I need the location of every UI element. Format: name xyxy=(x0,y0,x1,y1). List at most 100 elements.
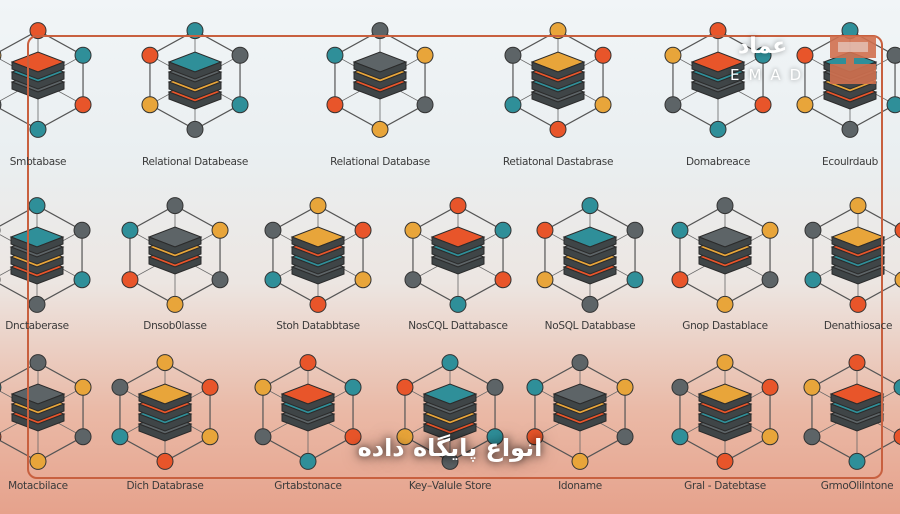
database-tile xyxy=(121,197,229,313)
node-icon xyxy=(111,428,129,446)
node-icon xyxy=(309,295,327,313)
database-label: Dnsob0lasse xyxy=(143,320,207,332)
database-label: Stoh Databbtase xyxy=(276,320,360,332)
node-icon xyxy=(121,271,139,289)
database-label: Domabreace xyxy=(685,156,751,168)
database-label: Motacbilace xyxy=(8,480,68,492)
node-icon xyxy=(121,221,139,239)
node-icon xyxy=(231,96,249,114)
database-tile xyxy=(804,197,900,313)
database-tile xyxy=(254,354,362,470)
database-layer-side xyxy=(168,91,222,110)
node-icon xyxy=(671,428,689,446)
node-icon xyxy=(549,120,567,138)
node-icon xyxy=(536,221,554,239)
node-icon xyxy=(326,46,344,64)
node-icon xyxy=(526,428,544,446)
database-tile xyxy=(536,197,644,313)
database-layer-side xyxy=(553,393,607,412)
node-icon xyxy=(441,354,459,372)
node-icon xyxy=(299,354,317,372)
database-layer-side xyxy=(431,236,485,255)
database-layer-side xyxy=(423,403,477,422)
database-layer-side xyxy=(353,61,407,80)
node-icon xyxy=(664,46,682,64)
node-icon xyxy=(344,428,362,446)
emad-logo: عماد EMAD xyxy=(728,30,886,92)
node-icon xyxy=(849,295,867,313)
database-layer-side xyxy=(148,246,202,265)
database-label: Relational Databease xyxy=(142,156,248,168)
node-icon xyxy=(354,271,372,289)
node-icon xyxy=(549,22,567,40)
database-tile xyxy=(0,22,92,138)
database-layer-side xyxy=(831,246,885,265)
node-icon xyxy=(416,96,434,114)
node-icon xyxy=(309,197,327,215)
node-icon xyxy=(616,378,634,396)
database-tile xyxy=(264,197,372,313)
node-icon xyxy=(211,271,229,289)
node-icon xyxy=(894,271,900,288)
node-icon xyxy=(211,221,229,239)
node-icon xyxy=(141,46,159,64)
database-layer-side xyxy=(11,71,65,90)
database-layer-side xyxy=(831,236,885,255)
node-icon xyxy=(504,46,522,64)
database-layer-side xyxy=(11,61,65,80)
node-icon xyxy=(254,378,272,396)
database-layer-side xyxy=(830,413,884,432)
node-icon xyxy=(371,22,389,40)
node-icon xyxy=(371,120,389,138)
database-layer-side xyxy=(431,246,485,265)
database-label: Gral - Datebtase xyxy=(684,480,766,492)
node-icon xyxy=(594,46,612,64)
decorative-frame xyxy=(27,35,883,479)
database-layer-side xyxy=(831,256,885,275)
node-icon xyxy=(848,354,866,372)
database-layer-side xyxy=(281,413,335,432)
node-icon xyxy=(186,120,204,138)
database-layer-side xyxy=(423,423,477,442)
database-layer-side xyxy=(10,256,64,275)
database-label: Retiatonal Dastabrase xyxy=(502,156,614,168)
database-layer-side xyxy=(148,256,202,275)
database-layer-side xyxy=(531,91,585,110)
database-tile xyxy=(111,354,219,470)
database-layer-side xyxy=(698,423,752,442)
node-icon xyxy=(141,96,159,114)
node-icon xyxy=(73,271,91,289)
database-layer-side xyxy=(168,71,222,90)
node-icon xyxy=(326,96,344,114)
database-layer-side xyxy=(531,71,585,90)
database-tile xyxy=(526,354,634,470)
node-icon xyxy=(404,221,422,239)
database-layer-side xyxy=(563,266,617,285)
database-tile xyxy=(404,197,512,313)
node-icon xyxy=(616,428,634,446)
node-icon xyxy=(754,46,772,64)
node-icon xyxy=(848,452,866,470)
node-icon xyxy=(494,271,512,289)
node-icon xyxy=(671,271,689,289)
database-tile xyxy=(671,197,779,313)
node-icon xyxy=(264,271,282,289)
database-tile xyxy=(671,354,779,470)
database-layer-side xyxy=(138,413,192,432)
database-tile xyxy=(803,354,900,470)
database-layer-side xyxy=(431,256,485,275)
database-layer-side xyxy=(10,236,64,255)
database-layer-side xyxy=(563,256,617,275)
database-layer-side xyxy=(691,61,745,80)
logo-mark-icon xyxy=(830,36,876,84)
node-icon xyxy=(581,197,599,215)
node-icon xyxy=(254,428,272,446)
database-tile xyxy=(504,22,612,138)
database-layer-side xyxy=(10,266,64,285)
database-tile xyxy=(0,354,92,470)
database-layer-side xyxy=(698,256,752,275)
node-icon xyxy=(803,378,821,396)
node-icon xyxy=(404,271,422,289)
node-icon xyxy=(28,295,46,313)
node-icon xyxy=(716,354,734,372)
